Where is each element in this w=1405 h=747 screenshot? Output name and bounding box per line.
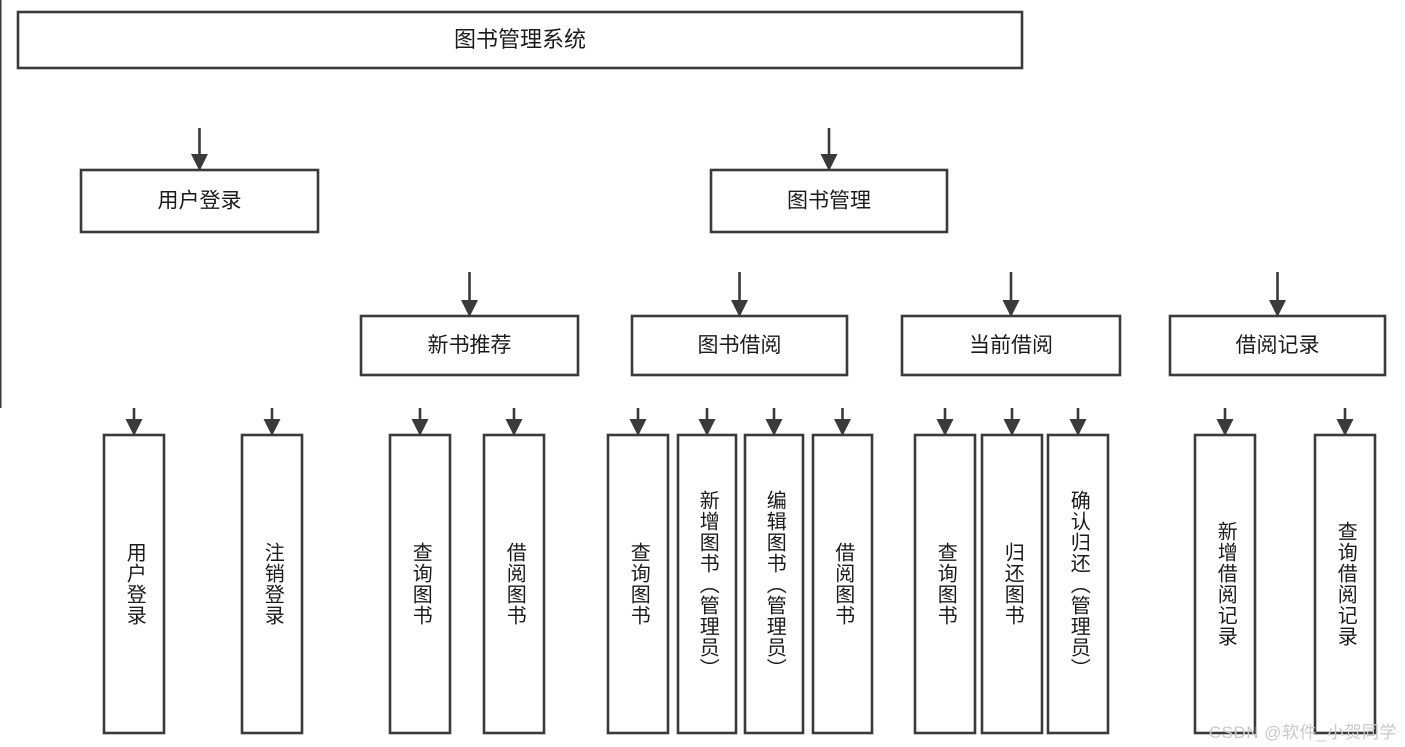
leaf-node-leaf-return-book[interactable]	[980, 433, 1044, 735]
book-borrow-to-leaves-arrow-0	[629, 419, 647, 436]
leaf-node-leaf-user-logout-rect	[240, 433, 304, 735]
leaf-node-leaf-query-book-borrow[interactable]	[606, 433, 670, 735]
leaf-node-leaf-query-book-recommend-rect	[388, 433, 452, 735]
leaf-node-leaf-query-borrow-record-rect	[1313, 433, 1377, 735]
borrow-record-to-leaves-arrow-1	[1336, 419, 1354, 436]
node-book-borrow-label: 图书借阅	[698, 334, 782, 357]
node-borrow-record-label: 借阅记录	[1236, 334, 1320, 357]
leaf-node-leaf-add-book-admin-rect	[676, 433, 738, 735]
leaf-node-leaf-add-book-admin[interactable]	[676, 433, 738, 735]
leaf-node-leaf-user-login-rect	[102, 433, 166, 735]
node-current-borrow-rect	[900, 314, 1122, 377]
bookmgmt-to-level3-arrow-2	[1002, 300, 1020, 317]
leaf-node-leaf-borrow-book[interactable]	[811, 433, 874, 735]
node-new-book-recommend-rect	[359, 314, 580, 377]
node-root-root[interactable]: 图书管理系统	[16, 10, 1024, 70]
node-current-borrow-label: 当前借阅	[969, 334, 1053, 357]
node-root-root-rect	[16, 10, 1024, 70]
current-borrow-to-leaves-arrow-2	[1069, 419, 1087, 436]
leaf-node-leaf-confirm-return-admin-rect	[1046, 433, 1110, 735]
user-login-to-leaves-arrow-1	[263, 419, 281, 436]
leaf-node-leaf-query-book-recommend[interactable]	[388, 433, 452, 735]
node-user-login[interactable]: 用户登录	[79, 168, 320, 234]
book-borrow-to-leaves-arrow-1	[698, 419, 716, 436]
leaf-node-leaf-borrow-book-recommend-rect	[482, 433, 546, 735]
current-borrow-to-leaves-arrow-1	[1003, 419, 1021, 436]
leaf-node-leaf-add-borrow-record[interactable]	[1193, 433, 1257, 735]
node-new-book-recommend[interactable]: 新书推荐	[359, 314, 580, 377]
node-book-management-label: 图书管理	[787, 190, 871, 213]
book-borrow-to-leaves-arrow-2	[765, 419, 783, 436]
node-book-management-rect	[709, 168, 949, 234]
new-book-recommend-to-leaves-arrow-0	[411, 419, 429, 436]
leaf-node-leaf-query-book-current-rect	[913, 433, 977, 735]
node-book-borrow-rect	[630, 314, 849, 377]
node-current-borrow[interactable]: 当前借阅	[900, 314, 1122, 377]
leaf-node-leaf-query-book-current[interactable]	[913, 433, 977, 735]
node-new-book-recommend-label: 新书推荐	[428, 334, 512, 357]
node-borrow-record-rect	[1168, 314, 1387, 377]
bookmgmt-to-level3-arrow-3	[1269, 300, 1286, 317]
user-login-to-leaves-arrow-0	[125, 419, 143, 436]
new-book-recommend-to-leaves-arrow-1	[505, 419, 523, 436]
leaf-node-leaf-edit-book-admin[interactable]	[743, 433, 805, 735]
leaf-node-leaf-query-book-borrow-rect	[606, 433, 670, 735]
watermark-text: CSDN @软件_小贺同学	[1208, 723, 1397, 742]
bookmgmt-to-level3-arrow-1	[731, 300, 748, 317]
leaf-node-leaf-user-logout[interactable]	[240, 433, 304, 735]
root-to-level2-arrow-0	[191, 154, 208, 171]
leaf-node-leaf-return-book-rect	[980, 433, 1044, 735]
node-user-login-label: 用户登录	[158, 190, 242, 213]
node-root-root-label: 图书管理系统	[454, 27, 586, 52]
leaf-node-leaf-edit-book-admin-rect	[743, 433, 805, 735]
bookmgmt-to-level3-arrow-0	[461, 300, 478, 317]
leaf-node-leaf-query-borrow-record[interactable]	[1313, 433, 1377, 735]
leaf-node-leaf-user-login[interactable]	[102, 433, 166, 735]
node-book-management[interactable]: 图书管理	[709, 168, 949, 234]
leaf-node-leaf-borrow-book-recommend[interactable]	[482, 433, 546, 735]
book-borrow-to-leaves-arrow-3	[834, 419, 851, 436]
leaf-node-leaf-confirm-return-admin[interactable]	[1046, 433, 1110, 735]
connector-lines-layer	[0, 0, 1354, 436]
node-borrow-record[interactable]: 借阅记录	[1168, 314, 1387, 377]
leaf-node-leaf-add-borrow-record-rect	[1193, 433, 1257, 735]
leaf-node-leaf-borrow-book-rect	[811, 433, 874, 735]
node-user-login-rect	[79, 168, 320, 234]
current-borrow-to-leaves-arrow-0	[936, 419, 954, 436]
root-to-level2-arrow-1	[820, 154, 838, 171]
borrow-record-to-leaves-arrow-0	[1216, 419, 1234, 436]
node-book-borrow[interactable]: 图书借阅	[630, 314, 849, 377]
